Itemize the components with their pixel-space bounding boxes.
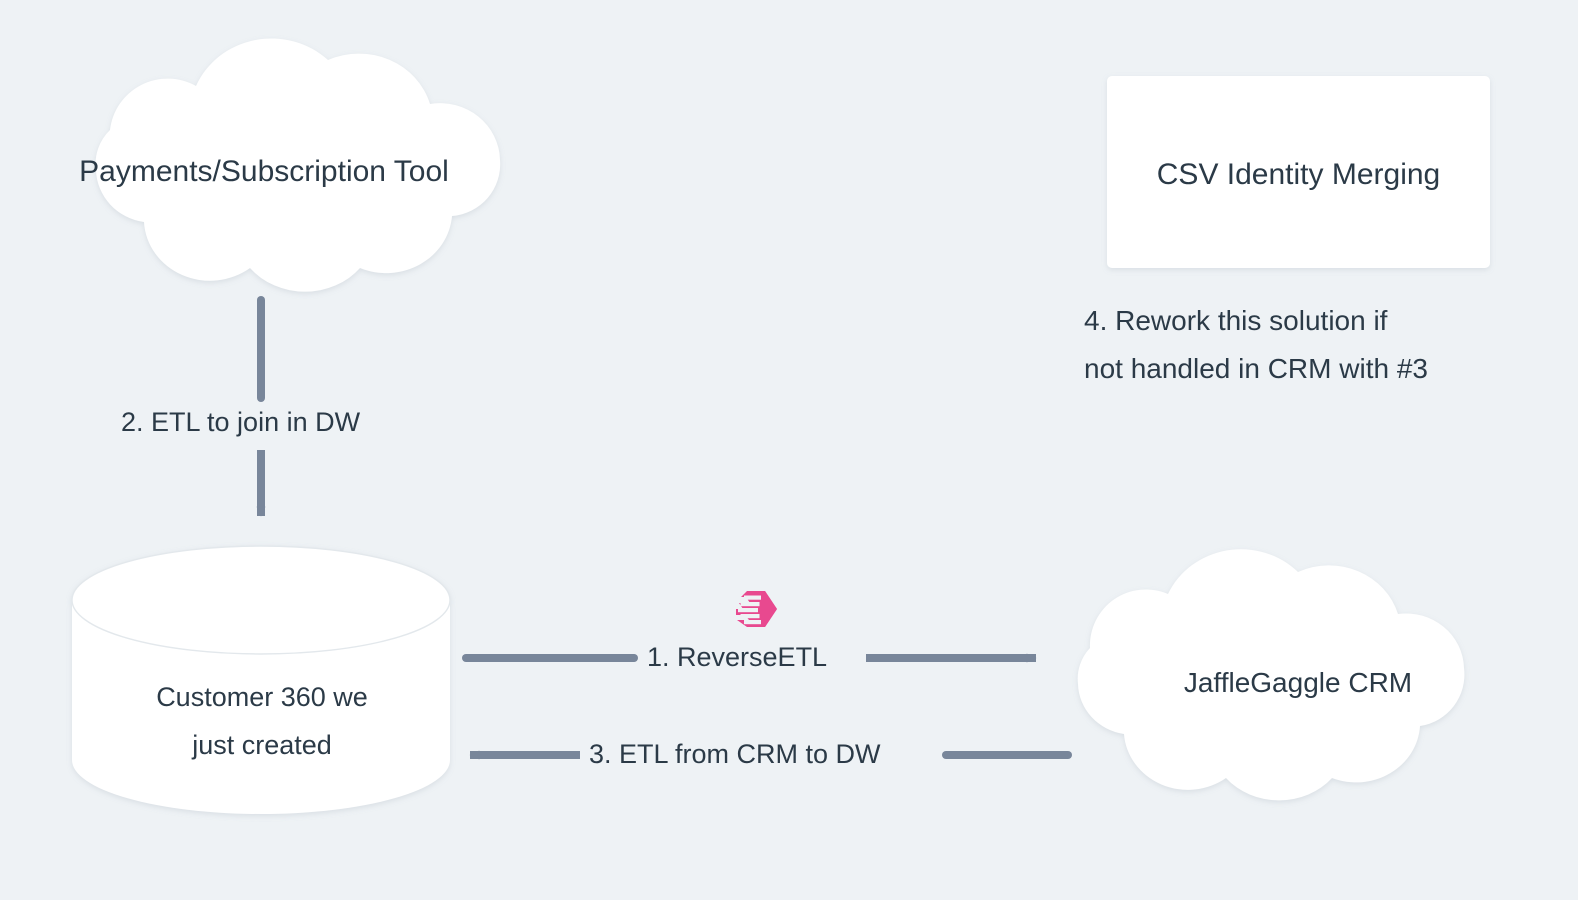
hightouch-icon <box>736 591 777 627</box>
node-customer360-cylinder[interactable] <box>71 545 451 814</box>
node-csv-identity-box[interactable] <box>1107 76 1490 268</box>
node-payments-cloud[interactable] <box>95 38 501 292</box>
node-crm-cloud[interactable] <box>1077 549 1465 801</box>
